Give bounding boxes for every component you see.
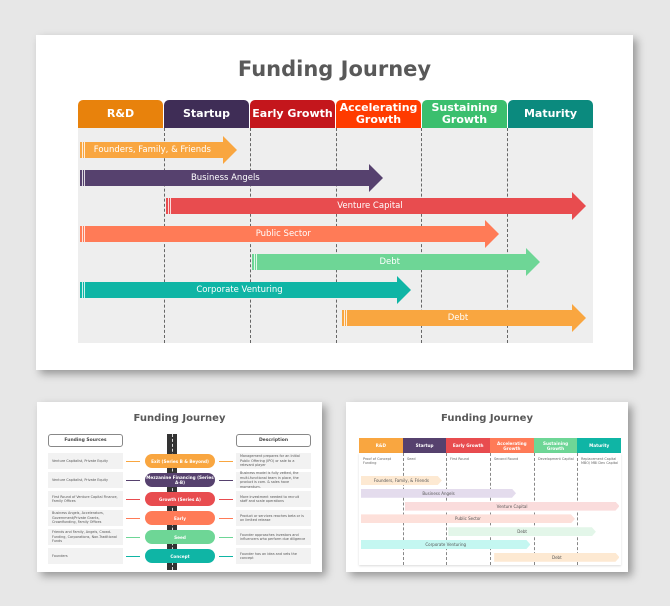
slide-title: Funding Journey	[237, 57, 432, 81]
timeline-grid: Founders, Family, & Friends Business Ang…	[78, 128, 593, 343]
funding-sources-header: Funding Sources	[48, 434, 123, 447]
description-header: Description	[236, 434, 311, 447]
description-cell: Business model is fully vetted, the mult…	[236, 471, 311, 489]
connector-line	[219, 461, 233, 462]
connector-line	[219, 518, 233, 519]
arrow-head-icon	[397, 276, 412, 304]
stage-subtitle: Proof of Concept Funding	[363, 457, 392, 466]
funding-source-cell: Business Angels, Accelerators, Governmen…	[48, 510, 123, 526]
description-cell: Management prepares for an Initial Publi…	[236, 453, 311, 469]
connector-line	[219, 480, 233, 481]
funding-source-cell: First Round of Venture Capital Finance, …	[48, 491, 123, 507]
funding-arrow-debt-1: Debt	[251, 248, 540, 276]
description-cell: Product or services reaches beta or is o…	[236, 510, 311, 526]
description-cell: Founder approaches investors and influen…	[236, 529, 311, 545]
arrow-label: Business Angels	[80, 170, 371, 186]
funding-source-cell: Venture Capitalist, Private Equity	[48, 453, 123, 469]
connector-line	[219, 499, 233, 500]
funding-arrow-public-sector: Public Sector	[80, 220, 499, 248]
stage-header-startup: Startup	[164, 100, 249, 128]
connector-line	[126, 461, 140, 462]
thumb-title: Funding Journey	[133, 413, 226, 424]
arrow-head-icon	[222, 136, 237, 164]
funding-source-cell: Founders	[48, 548, 123, 564]
funding-arrow-debt-2: Debt	[341, 304, 587, 332]
stage-header-maturity: Maturity	[508, 100, 593, 128]
arrow-head-icon	[572, 304, 587, 332]
funding-arrow-corporate-venturing: Corporate Venturing	[80, 276, 412, 304]
stage-subtitle: Second Round	[494, 457, 519, 461]
connector-line	[219, 537, 233, 538]
thumb-title: Funding Journey	[441, 413, 533, 424]
stage-pill-concept: Concept	[145, 549, 215, 563]
funding-arrow-venture-capital: Venture Capital	[165, 192, 587, 220]
arrow-label: Debt	[341, 310, 575, 326]
connector-line	[126, 480, 140, 481]
arrow-label: Corporate Venturing	[80, 282, 400, 298]
funding-source-cell: Venture Capitalist, Private Equity	[48, 472, 123, 488]
arrow-label: Founders, Family, & Friends	[80, 142, 225, 158]
funding-bar-founders: Founders, Family, & Friends	[361, 476, 442, 485]
funding-arrow-founders: Founders, Family, & Friends	[80, 136, 237, 164]
funding-bar-debt-1: Debt	[448, 527, 596, 536]
stage-header-early-growth: Early Growth	[250, 100, 335, 128]
funding-source-cell: Friends and Family, Angels, Crowd-Fundin…	[48, 529, 123, 545]
stage-header-rd: R&D	[359, 438, 403, 453]
arrow-label: Debt	[251, 254, 528, 270]
connector-line	[126, 537, 140, 538]
arrow-label: Public Sector	[80, 226, 487, 242]
stage-pill-exit: Exit (Series B & Beyond)	[145, 454, 215, 468]
connector-line	[126, 556, 140, 557]
stage-header-maturity: Maturity	[577, 438, 622, 453]
funding-bar-venture-capital: Venture Capital	[405, 502, 620, 511]
stage-header-accelerating-growth: Accelerating Growth	[490, 438, 534, 453]
thumbnail-roadmap-slide[interactable]: Funding Journey Funding Sources Descript…	[37, 402, 322, 572]
thumbnail-timeline-slide[interactable]: Funding Journey R&D Startup Early Growth…	[346, 402, 628, 572]
stage-pill-mezzanine: Mezzanine Financing (Series A-B)	[145, 473, 215, 487]
funding-bar-corporate-venturing: Corporate Venturing	[361, 540, 530, 549]
stage-header-sustaining-growth: Sustaining Growth	[533, 438, 578, 453]
stage-pill-early: Early	[145, 511, 215, 525]
stage-header-startup: Startup	[402, 438, 447, 453]
stage-headers: R&D Startup Early Growth Accelerating Gr…	[359, 438, 622, 453]
funding-bar-debt-2: Debt	[494, 553, 619, 562]
connector-line	[126, 499, 140, 500]
arrow-head-icon	[484, 220, 499, 248]
stage-pill-growth: Growth (Series A)	[145, 492, 215, 506]
funding-bar-public-sector: Public Sector	[361, 514, 575, 523]
stage-subtitle: First Round	[450, 457, 469, 461]
main-slide[interactable]: Funding Journey R&D Startup Early Growth…	[36, 35, 633, 370]
stage-subtitle: Development Capital	[538, 457, 574, 461]
description-cell: More investment needed to recruit staff …	[236, 491, 311, 507]
stage-subtitle: Replacement Capital MBO/ MBI Dev Capital	[581, 457, 619, 466]
funding-arrow-business-angels: Business Angels	[80, 164, 383, 192]
stage-subtitle: Seed	[407, 457, 416, 461]
stage-divider	[402, 453, 404, 565]
stage-pill-seed: Seed	[145, 530, 215, 544]
connector-line	[219, 556, 233, 557]
arrow-head-icon	[572, 192, 587, 220]
stage-header-sustaining-growth: Sustaining Growth	[422, 100, 507, 128]
arrow-label: Venture Capital	[165, 198, 575, 214]
connector-line	[126, 518, 140, 519]
funding-bar-business-angels: Business Angels	[361, 489, 516, 498]
timeline-grid: Proof of Concept Funding Seed First Roun…	[359, 453, 621, 565]
arrow-head-icon	[368, 164, 383, 192]
description-cell: Founder has an idea and vets the concept	[236, 548, 311, 564]
stage-divider	[507, 128, 509, 343]
stage-header-early-growth: Early Growth	[446, 438, 491, 453]
stage-header-rd: R&D	[78, 100, 163, 128]
arrow-head-icon	[525, 248, 540, 276]
stage-headers: R&D Startup Early Growth Accelerating Gr…	[78, 100, 593, 128]
stage-header-accelerating-growth: Accelerating Growth	[336, 100, 421, 128]
